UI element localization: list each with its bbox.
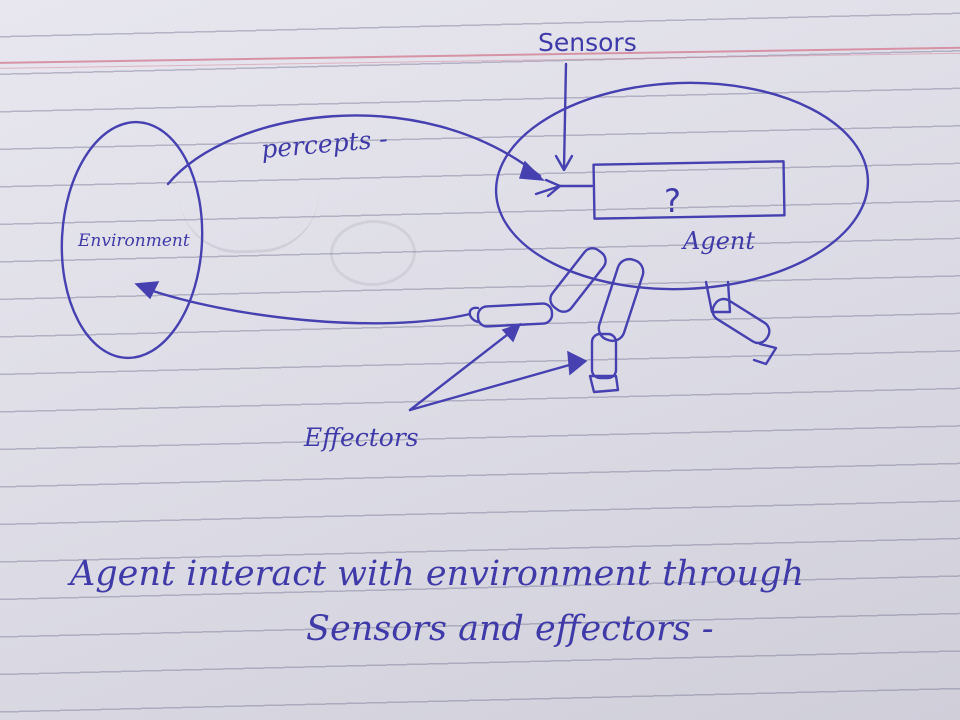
effectors-arrow-upper <box>408 326 518 412</box>
environment-label: Environment <box>77 231 190 251</box>
effectors-arrow-lower-head <box>567 350 588 376</box>
caption-line-2: Sensors and effectors - <box>306 609 714 649</box>
effector-leg-back <box>704 280 778 366</box>
effector-leg-front <box>588 257 645 394</box>
percepts-label: percepts - <box>260 124 389 164</box>
agent-ellipse <box>494 81 870 291</box>
unknown-program-mark: ? <box>664 182 681 220</box>
agent-program-box <box>592 160 786 220</box>
effectors-arrow-lower <box>408 360 582 412</box>
percepts-arrow-head <box>519 160 545 181</box>
agent-label: Agent <box>681 227 755 255</box>
caption-line-1: Agent interact with environment through <box>67 554 804 594</box>
environment-ellipse <box>60 120 204 360</box>
sensors-arrow-line <box>562 62 568 170</box>
percepts-arrow <box>166 114 542 186</box>
action-arrow-head <box>134 281 160 300</box>
effectors-arrow-upper-head <box>501 322 522 343</box>
sensors-label: Sensors <box>538 28 637 57</box>
action-arrow <box>142 286 472 325</box>
sensor-eye <box>534 184 594 196</box>
sensors-arrow-head <box>554 154 574 172</box>
sensor-eye-lash <box>544 178 562 198</box>
effectors-label: Effectors <box>303 423 419 452</box>
